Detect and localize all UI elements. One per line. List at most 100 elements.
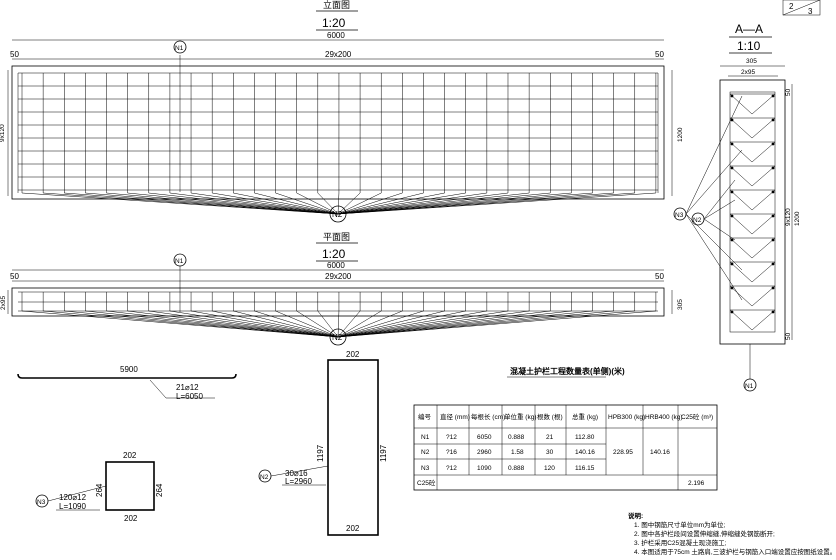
section-callout-n1-label: N1 [745, 383, 754, 390]
section-scale: 1:10 [737, 39, 761, 53]
bar-n3-qty: 120⌀12 [59, 493, 87, 502]
table-header-id: 编号 [418, 412, 432, 421]
plan-edge-dim-right: 50 [655, 272, 664, 281]
bar-n3-height-right: 264 [155, 483, 164, 497]
elevation-callout-n1-label: N1 [175, 45, 184, 52]
elevation-scale: 1:20 [322, 16, 346, 30]
table-row: N2 ?16 2960 1.58 30 140.16 [421, 449, 595, 456]
table-cell: 0.888 [508, 434, 525, 441]
section-inner-dim: 2x95 [741, 69, 755, 76]
table-hrb400-total: 140.16 [650, 449, 670, 456]
elevation-edge-dim-left: 50 [10, 50, 19, 59]
table-cell: N1 [421, 434, 430, 441]
note-item: 3. 护栏采用C25混凝土现浇施工; [634, 540, 727, 547]
table-header-hrb400: HRB400 (kg) [645, 414, 683, 421]
plan-scale: 1:20 [322, 247, 346, 261]
bar-n3-top: 202 [123, 451, 137, 460]
table-cell: ?12 [446, 434, 457, 441]
elevation-callout-n2 [329, 205, 347, 223]
plan-right-dim: 305 [677, 299, 684, 310]
page-total: 3 [808, 7, 813, 16]
table-header-hpb300: HPB300 (kg) [608, 414, 645, 421]
table-cell: 1.58 [511, 449, 524, 456]
table-cell: 2960 [477, 449, 492, 456]
bar-n1-qty: 21⌀12 [176, 383, 199, 392]
plan-view: 平面图 1:20 6000 50 50 29x200 2x95 305 N1 N… [0, 232, 684, 346]
section-title: A—A [735, 22, 763, 36]
table-row: N3 ?12 1090 0.888 120 116.15 [421, 465, 595, 472]
bar-n2-total: L=2960 [285, 477, 312, 486]
elevation-edge-dim-right: 50 [655, 50, 664, 59]
table-cell: ?16 [446, 449, 457, 456]
elevation-view: 立面图 1:20 6000 50 50 29x200 9x120 1200 N1… [0, 0, 684, 223]
plan-spacing-dim: 29x200 [325, 272, 352, 281]
table-cell: 140.16 [575, 449, 595, 456]
table-row: N1 ?12 6050 0.888 21 112.80 [421, 434, 595, 441]
bar-n2-height-right: 1197 [379, 444, 388, 462]
table-c25-label: C25砼 [417, 478, 436, 487]
plan-callout-n1 [173, 253, 187, 267]
section-end-dim-bottom: 50 [785, 332, 792, 340]
section-outline [719, 79, 786, 345]
table-header-unit: 单位重 (kg) [504, 412, 537, 421]
page-number-box: 2 3 [782, 0, 821, 16]
section-end-dim-top: 50 [785, 88, 792, 96]
bar-n3-total: L=1090 [59, 502, 86, 511]
bar-n3-height-left: 264 [95, 483, 104, 497]
elevation-outline [11, 65, 665, 200]
quantity-table: 混凝土护栏工程数量表(单侧)(米) 编号 直径 (mm) 每根长 (cm) 单位… [413, 366, 718, 491]
table-cell: 21 [546, 434, 554, 441]
plan-total-dim: 6000 [327, 261, 345, 270]
bar-n2-width: 202 [346, 350, 360, 359]
table-header-total: 总重 (kg) [572, 412, 598, 421]
bar-n2-detail: 202 1197 1197 202 N2 30⌀16 L=2960 [258, 350, 388, 536]
bar-n1-detail: 5900 21⌀12 L=6050 [17, 365, 237, 401]
table-header-count: 根数 (根) [537, 412, 563, 421]
bar-n3-detail: 202 264 264 202 N3 120⌀12 L=1090 [35, 451, 164, 523]
table-cell: N3 [421, 465, 430, 472]
elevation-spacing-dim: 29x200 [325, 50, 352, 59]
bar-n2-callout-label: N2 [260, 474, 269, 481]
section-callout-n3-label: N3 [675, 212, 684, 219]
table-hpb300-total: 228.95 [613, 449, 633, 456]
bar-n2-qty: 30⌀16 [285, 469, 308, 478]
elevation-left-dim: 9x120 [0, 124, 6, 142]
section-aa-view: A—A 1:10 305 2x95 50 9x120 1200 50 N3 N2… [673, 22, 801, 392]
table-header-len: 每根长 (cm) [471, 412, 505, 421]
plan-outline [11, 287, 665, 317]
table-title: 混凝土护栏工程数量表(单侧)(米) [510, 366, 625, 376]
section-mid-dim2: 1200 [794, 211, 801, 226]
table-c25-value: 2.196 [688, 480, 705, 487]
elevation-callout-n1 [173, 40, 187, 54]
bar-n3-callout-label: N3 [37, 499, 46, 506]
note-item: 1. 图中钢筋尺寸单位mm为单位; [634, 522, 726, 529]
bar-n1-length: 5900 [120, 365, 138, 374]
table-cell: ?12 [446, 465, 457, 472]
elevation-right-dim: 1200 [677, 127, 684, 142]
plan-edge-dim-left: 50 [10, 272, 19, 281]
table-cell: 116.15 [575, 465, 595, 472]
plan-callout-n2-label: N2 [332, 333, 343, 342]
section-mid-dim1: 9x120 [785, 208, 792, 226]
plan-title: 平面图 [323, 232, 350, 242]
page-current: 2 [789, 2, 794, 11]
note-item: 2. 图中各护栏段间设置伸缩缝,伸缩缝处钢筋断开; [634, 531, 775, 538]
bar-n2-bottom: 202 [346, 524, 360, 533]
note-item: 4. 本图适用于75cm 土路肩,三波护栏与钢筋入口端设置应按图纸设置。 [634, 549, 836, 556]
plan-left-dim: 2x95 [0, 296, 7, 310]
table-header-dia: 直径 (mm) [440, 412, 470, 421]
table-cell: 112.80 [575, 434, 595, 441]
notes-block: 说明: 1. 图中钢筋尺寸单位mm为单位; 2. 图中各护栏段间设置伸缩缝,伸缩… [628, 512, 836, 557]
table-cell: 1090 [477, 465, 492, 472]
plan-callout-n1-label: N1 [175, 258, 184, 265]
table-cell: 6050 [477, 434, 492, 441]
table-cell: 30 [546, 449, 554, 456]
bar-n1-total: L=6050 [176, 392, 203, 401]
elevation-callout-n2-label: N2 [332, 210, 343, 219]
section-callout-n2-label: N2 [693, 217, 702, 224]
table-cell: 0.888 [508, 465, 525, 472]
elevation-total-dim: 6000 [327, 31, 345, 40]
table-header-c25: C25砼 (m³) [681, 412, 713, 421]
elevation-title: 立面图 [323, 0, 350, 10]
